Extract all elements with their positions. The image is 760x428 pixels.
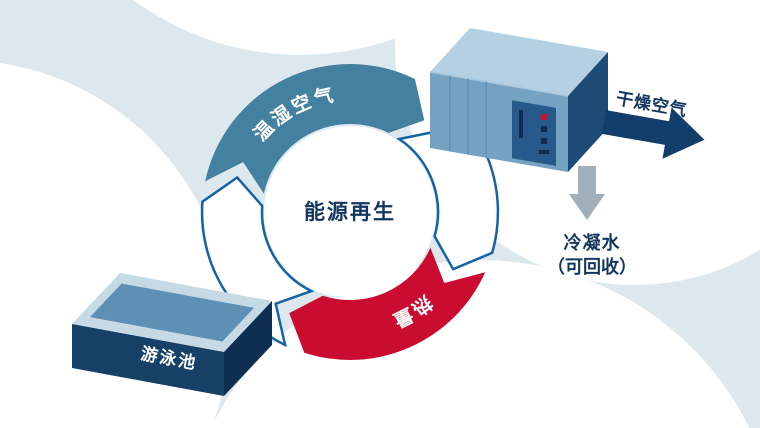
indicator-light-1 [541,126,547,132]
indicator-light-red [541,114,547,120]
background-swoosh-top [133,0,467,55]
energy-cycle-ring: 温湿空气 热量 能源再生 [200,63,500,360]
pool-water [90,283,254,342]
machine-control-panel [512,100,556,166]
panel-slot [519,110,523,138]
dry-air-arrow [601,107,705,159]
machine-side-face [568,52,608,172]
swimming-pool: 游泳池 [72,273,272,396]
segment-warm-humid-air [205,63,425,194]
pool-side-face [224,301,272,396]
condensate-label-line2: （可回收） [547,256,637,278]
condensate-arrow [569,166,605,220]
condensate-label-line1: 冷凝水 [564,232,621,254]
segment-heat [289,247,486,360]
panel-vent [539,150,549,154]
cycle-center-label: 能源再生 [304,200,396,224]
machine-top-edge-highlight [429,71,569,97]
dehumidifier-unit [429,28,608,172]
condensate-flow: 冷凝水 （可回收） [547,166,637,278]
machine-top-face [430,28,608,96]
pool-front-face [72,324,224,396]
indicator-light-2 [541,138,547,144]
ring-center-disk [264,126,436,298]
